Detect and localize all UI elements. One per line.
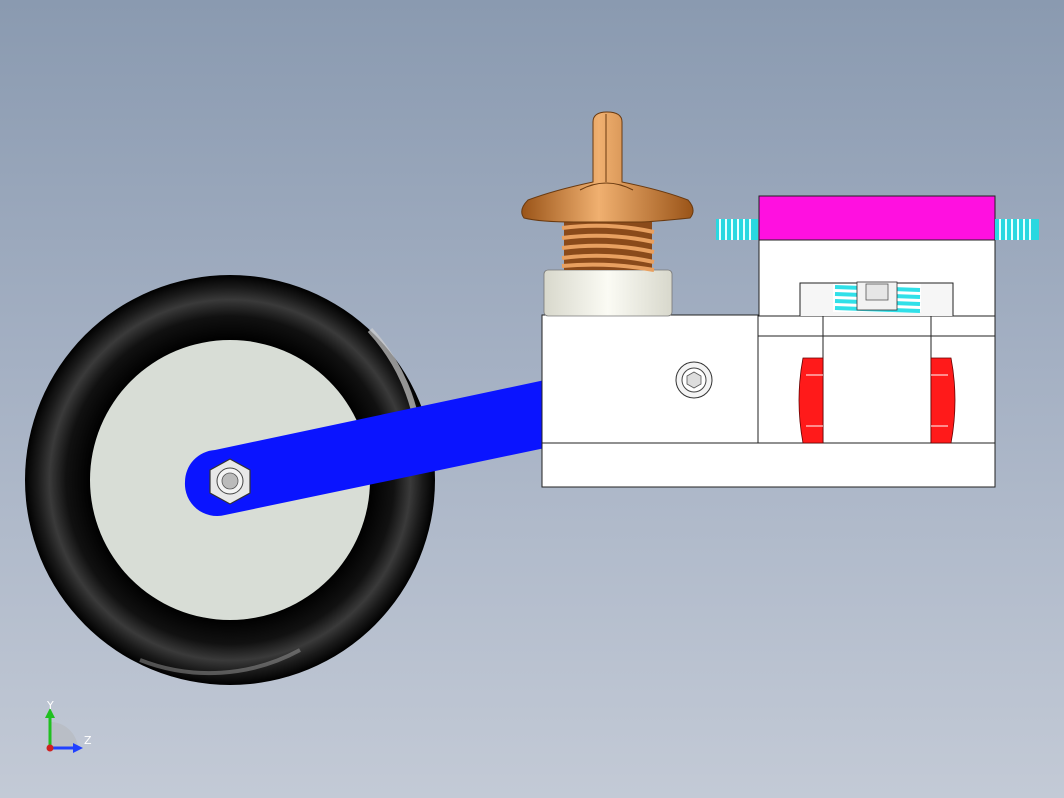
y-axis-label: Y: [47, 699, 54, 712]
seal-left[interactable]: [798, 357, 824, 444]
hex-nut[interactable]: [209, 458, 251, 505]
clamp-housing[interactable]: [758, 195, 996, 317]
tire-highlight-lower: [139, 648, 301, 676]
triad-plane: [50, 721, 78, 748]
seal-right[interactable]: [930, 357, 956, 444]
swing-arm[interactable]: [184, 380, 545, 517]
mounting-block[interactable]: [541, 314, 996, 488]
arm-body[interactable]: [184, 380, 545, 517]
y-axis-arrowhead: [45, 708, 55, 718]
collar-bushing[interactable]: [543, 269, 673, 317]
t-handle-knob[interactable]: [521, 111, 694, 223]
triad-origin: [46, 744, 54, 752]
z-axis-arrowhead: [73, 743, 83, 753]
clamp-plate[interactable]: [758, 195, 996, 241]
gear-rack[interactable]: [716, 219, 1039, 240]
socket-bolt-icon[interactable]: [675, 361, 713, 399]
compression-spring[interactable]: [561, 222, 655, 272]
coordinate-triad: [45, 708, 83, 753]
z-axis-label: Z: [84, 734, 92, 747]
inner-spring[interactable]: [833, 281, 921, 313]
